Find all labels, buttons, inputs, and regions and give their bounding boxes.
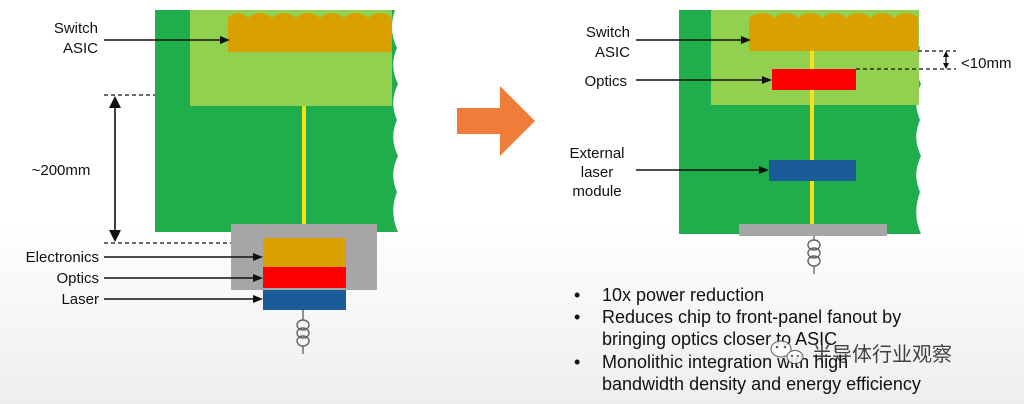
- left-switch-label-line1: Switch: [54, 20, 98, 37]
- bullet-list: • 10x power reduction • Reduces chip to …: [574, 285, 921, 394]
- right-fiber-coil: [807, 236, 821, 274]
- left-laser-label: Laser: [61, 291, 99, 308]
- right-diagram: Switch ASIC Optics <10mm External laser …: [569, 10, 1011, 274]
- right-laser-label-line3: module: [572, 183, 621, 200]
- left-distance-arrow: [109, 96, 121, 242]
- left-trace: [302, 106, 306, 224]
- right-switch-label-line1: Switch: [586, 24, 630, 41]
- left-electronics-label: Electronics: [26, 249, 99, 266]
- bullet-3-line2: bandwidth density and energy efficiency: [602, 374, 921, 394]
- right-laser-label-line1: External: [569, 145, 624, 162]
- left-electronics-chip: [263, 238, 346, 267]
- right-trace: [810, 51, 814, 236]
- right-laser-label-line2: laser: [581, 164, 614, 181]
- right-distance-label: <10mm: [961, 55, 1011, 72]
- left-pointer-arrows: [104, 36, 263, 303]
- right-laser-module: [769, 160, 856, 181]
- bullet-2-line2: bringing optics closer to ASIC: [602, 329, 837, 349]
- left-distance-label: ~200mm: [32, 162, 91, 179]
- bullet-2-line1: Reduces chip to front-panel fanout by: [602, 307, 901, 327]
- right-switch-label-line2: ASIC: [595, 44, 630, 61]
- right-faceplate: [739, 224, 887, 236]
- left-optics-label: Optics: [56, 270, 99, 287]
- left-fiber-coil: [296, 310, 310, 354]
- bullet-1-line1: 10x power reduction: [602, 285, 764, 305]
- watermark: 半导体行业观察: [770, 340, 952, 366]
- left-diagram: Switch ASIC ~200mm Electronics Optics La…: [26, 10, 398, 354]
- transition-arrow: [457, 86, 535, 156]
- bullet-dot-3: •: [574, 352, 580, 372]
- watermark-text: 半导体行业观察: [812, 342, 952, 366]
- right-pointer-arrows: [636, 36, 772, 174]
- left-laser-chip: [263, 290, 346, 310]
- left-optics-chip: [263, 267, 346, 288]
- wechat-icon: [770, 340, 804, 364]
- right-optics-chip: [772, 69, 856, 90]
- left-switch-label-line2: ASIC: [63, 40, 98, 57]
- bullet-dot-2: •: [574, 307, 580, 327]
- right-distance-arrow: [943, 51, 949, 69]
- right-switch-asic: [749, 13, 918, 51]
- bullet-dot-1: •: [574, 285, 580, 305]
- right-optics-label: Optics: [584, 73, 627, 90]
- left-switch-asic: [228, 13, 392, 52]
